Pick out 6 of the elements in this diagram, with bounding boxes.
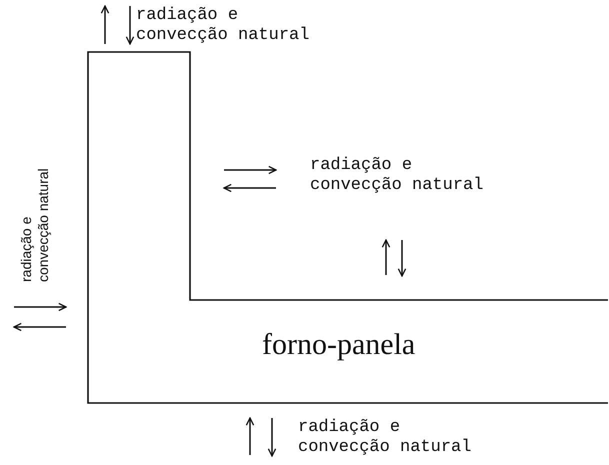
- oven-label: forno-panela: [262, 328, 416, 362]
- l-shaped-oven: [88, 52, 609, 404]
- heat-transfer-label: radiação e convecção natural: [18, 167, 52, 282]
- heat-transfer-label: radiação e convecção natural: [136, 6, 310, 46]
- heat-transfer-label: radiação e convecção natural: [310, 156, 484, 196]
- heat-transfer-label: radiação e convecção natural: [298, 418, 472, 458]
